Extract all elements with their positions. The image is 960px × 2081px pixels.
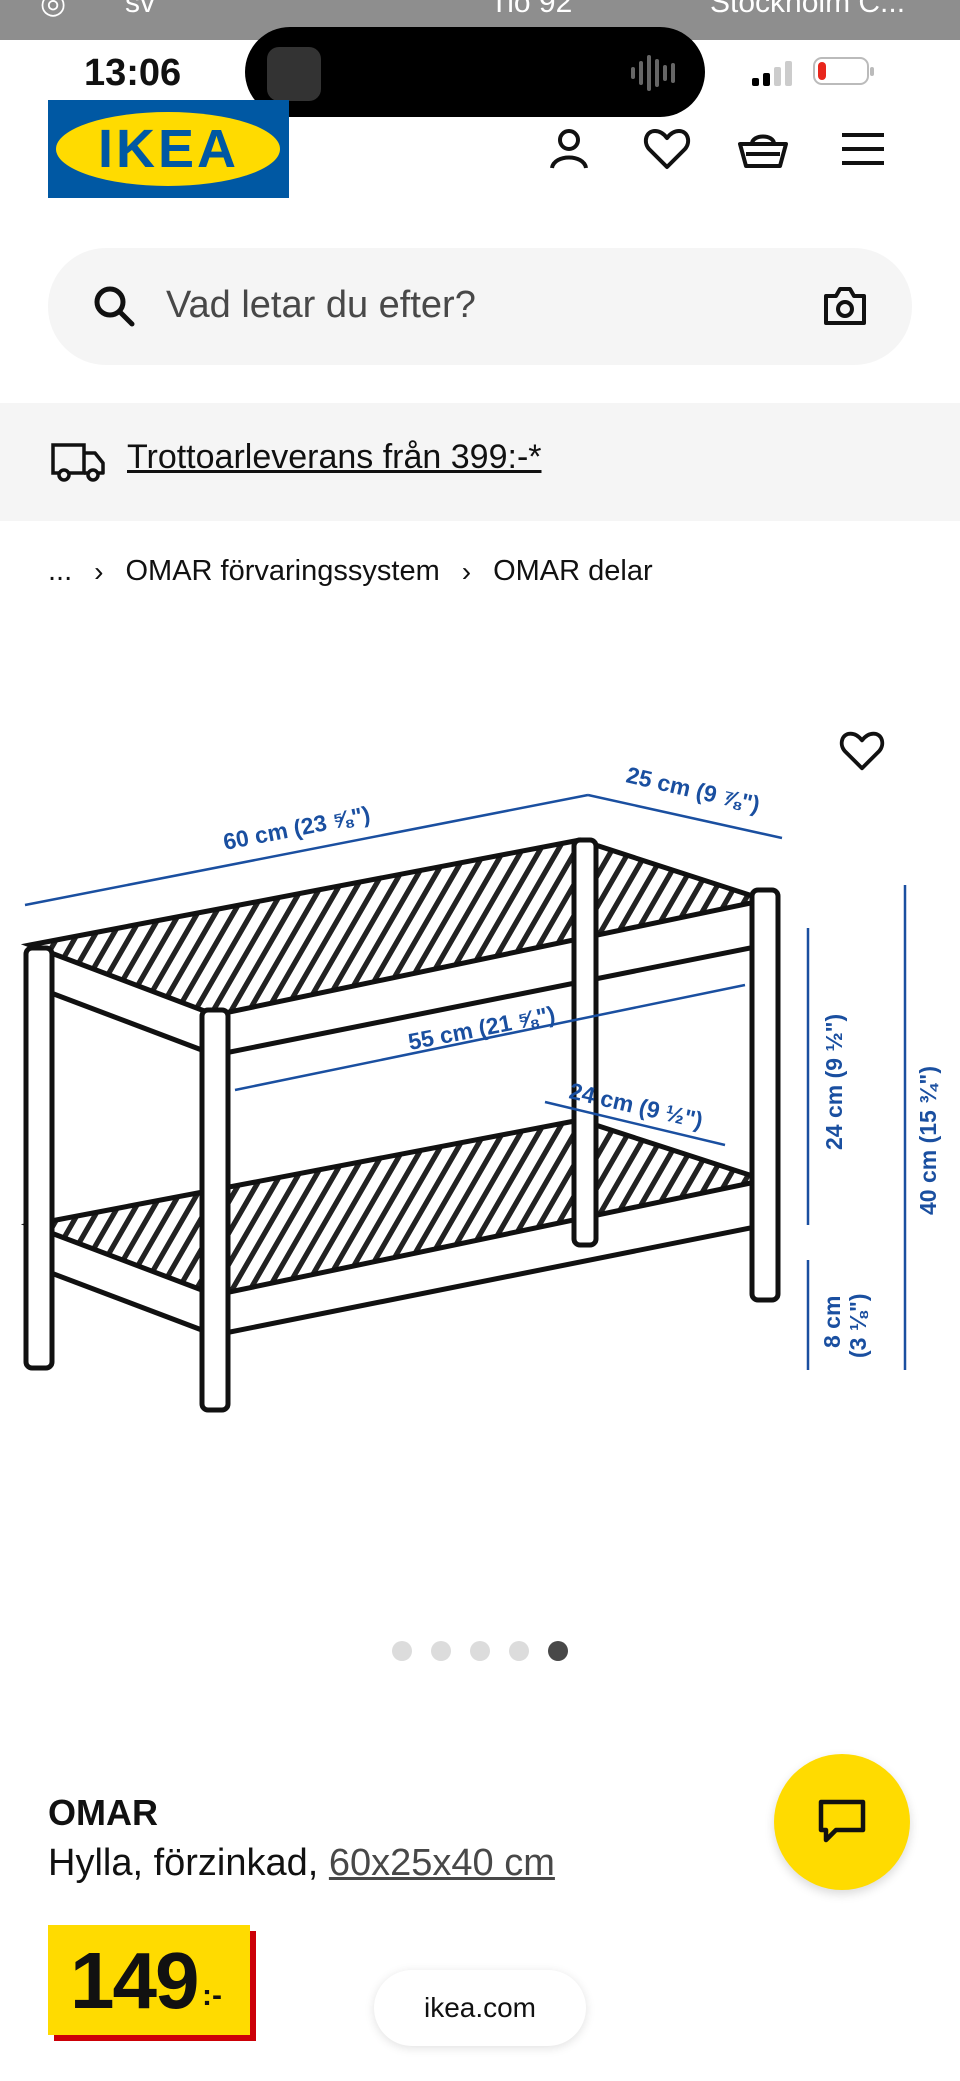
audio-wave-icon <box>631 55 675 91</box>
image-carousel-dots[interactable] <box>392 1641 568 1661</box>
carousel-dot[interactable] <box>431 1641 451 1661</box>
site-header: IKEA <box>0 100 960 210</box>
top-shelf <box>20 837 775 1058</box>
top-strip-train: Tio 92 <box>490 0 573 19</box>
delivery-link[interactable]: Trottoarleverans från 399:-* <box>127 438 542 476</box>
carousel-dot[interactable] <box>392 1641 412 1661</box>
globe-icon: ◎ <box>40 0 67 20</box>
top-strip-location: Stockholm C... <box>710 0 906 19</box>
chevron-right-icon: › <box>94 555 104 587</box>
top-strip-language: sv <box>125 0 155 19</box>
search-bar[interactable]: Vad letar du efter? <box>48 248 912 365</box>
ikea-logo[interactable]: IKEA <box>48 100 289 198</box>
breadcrumb-item-omar-system[interactable]: OMAR förvaringssystem <box>125 555 440 587</box>
product-name: OMAR <box>48 1792 158 1833</box>
breadcrumb: ... › OMAR förvaringssystem › OMAR delar <box>48 555 653 588</box>
dim-depth-outer: 25 cm (9 ⅞") <box>624 762 763 818</box>
search-input[interactable]: Vad letar du efter? <box>166 284 476 326</box>
dim-leg-height: 8 cm <box>819 1296 845 1348</box>
delivery-banner: Trottoarleverans från 399:-* <box>0 403 960 521</box>
product-image[interactable]: 60 cm (23 ⅝") 25 cm (9 ⅞") 55 cm (21 ⅝")… <box>0 720 960 1510</box>
carousel-dot-active[interactable] <box>548 1641 568 1661</box>
price-suffix: :- <box>202 1979 222 2012</box>
shelf-posts <box>23 837 781 1413</box>
product-type: Hylla, förzinkad, <box>48 1842 319 1884</box>
account-icon[interactable] <box>542 122 596 176</box>
dim-leg-height-inches: (3 ⅛") <box>845 1293 871 1358</box>
breadcrumb-ellipsis[interactable]: ... <box>48 555 73 587</box>
signal-icon <box>752 60 792 86</box>
bottom-shelf <box>20 1117 775 1338</box>
product-description: Hylla, förzinkad, 60x25x40 cm <box>48 1842 555 1885</box>
dim-shelf-gap: 24 cm (9 ½") <box>821 1014 847 1150</box>
app-thumbnail-icon <box>267 47 321 101</box>
browser-url-bar[interactable]: ikea.com <box>374 1970 586 2046</box>
battery-icon <box>813 57 874 85</box>
dim-total-height: 40 cm (15 ¾") <box>915 1066 941 1215</box>
status-time: 13:06 <box>84 52 182 94</box>
chat-button[interactable] <box>774 1754 910 1890</box>
price-value: 149 <box>70 1936 199 2025</box>
heart-icon[interactable] <box>640 122 694 176</box>
dim-width-inner: 55 cm (21 ⅝") <box>406 1001 557 1055</box>
breadcrumb-item-omar-parts[interactable]: OMAR delar <box>493 555 653 587</box>
truck-icon <box>51 443 105 482</box>
chat-icon <box>818 1799 866 1843</box>
logo-text: IKEA <box>97 119 239 179</box>
dynamic-island <box>245 27 705 117</box>
product-dimensions-link[interactable]: 60x25x40 cm <box>328 1842 555 1884</box>
add-to-favorites-icon[interactable] <box>836 726 888 774</box>
search-icon <box>94 286 135 327</box>
dimension-lines <box>24 793 907 1370</box>
chevron-right-icon: › <box>461 555 472 587</box>
dim-width-outer: 60 cm (23 ⅝") <box>221 801 372 855</box>
carousel-dot[interactable] <box>470 1641 490 1661</box>
menu-icon[interactable] <box>836 122 890 176</box>
camera-icon[interactable] <box>822 284 868 328</box>
carousel-dot[interactable] <box>509 1641 529 1661</box>
basket-icon[interactable] <box>736 122 790 176</box>
